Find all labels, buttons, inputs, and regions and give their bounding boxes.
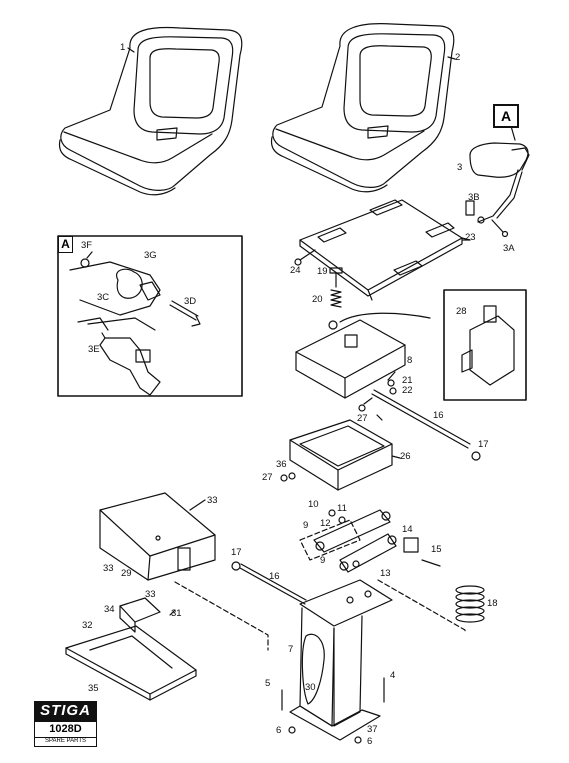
brand-subtitle: SPARE PARTS — [34, 737, 97, 747]
rod-16-upper — [371, 389, 481, 461]
part-label-4: 4 — [390, 670, 396, 681]
part-label-16a: 16 — [433, 410, 444, 421]
part-label-36: 36 — [276, 459, 287, 470]
seat-2 — [270, 23, 455, 193]
part-label-35: 35 — [88, 683, 99, 694]
part-label-13: 13 — [380, 568, 391, 579]
seat-1 — [58, 26, 243, 196]
part-label-19: 19 — [317, 266, 328, 277]
part-label-24: 24 — [290, 265, 301, 276]
part-label-33a: 33 — [207, 495, 218, 506]
part-label-33b: 33 — [103, 563, 114, 574]
part-label-30: 30 — [305, 682, 316, 693]
part-label-3a: 3A — [503, 243, 515, 254]
column-7 — [281, 579, 393, 744]
inset-a-panel — [57, 235, 243, 397]
part-label-23: 23 — [465, 232, 476, 243]
part-label-18: 18 — [487, 598, 498, 609]
part-label-3: 3 — [457, 162, 463, 173]
linkage-9-14 — [313, 509, 441, 573]
part-label-32: 32 — [82, 620, 93, 631]
leader-lines — [169, 239, 471, 616]
part-label-7: 7 — [288, 644, 294, 655]
part-label-28: 28 — [456, 306, 467, 317]
part-label-29: 29 — [121, 568, 132, 579]
stiga-logo: STIGA 1028D SPARE PARTS — [34, 701, 97, 747]
bracket-8 — [295, 312, 431, 399]
part-label-3f: 3F — [81, 240, 93, 251]
part-label-10: 10 — [308, 499, 319, 510]
part-label-27a: 27 — [357, 413, 368, 424]
cover-29 — [99, 492, 216, 581]
part-label-6a: 6 — [276, 725, 282, 736]
part-label-37: 37 — [367, 724, 378, 735]
part-label-3e: 3E — [88, 344, 100, 355]
part-label-27b: 27 — [262, 472, 273, 483]
part-label-33c: 33 — [145, 589, 156, 600]
part-label-31: 31 — [171, 608, 182, 619]
armrest-3 — [465, 111, 530, 238]
spring-18 — [455, 585, 485, 623]
dashed-leaders — [174, 519, 466, 651]
part-label-16b: 16 — [269, 571, 280, 582]
plate-32 — [65, 625, 197, 701]
fasteners-27-36 — [280, 397, 373, 482]
part-label-14: 14 — [402, 524, 413, 535]
part-label-2: 2 — [455, 52, 461, 63]
inset-28-panel — [443, 289, 527, 401]
part-label-3c: 3C — [97, 292, 110, 303]
callout-a-label: A — [493, 104, 519, 128]
part-label-15: 15 — [431, 544, 442, 555]
part-label-26: 26 — [400, 451, 411, 462]
part-label-17a: 17 — [478, 439, 489, 450]
part-label-3d: 3D — [184, 296, 197, 307]
pin-19-spring-20 — [329, 267, 343, 308]
part-label-5: 5 — [265, 678, 271, 689]
part-label-8: 8 — [407, 355, 413, 366]
part-label-17b: 17 — [231, 547, 242, 558]
rod-16-lower — [231, 561, 307, 605]
bolt-24 — [294, 249, 316, 266]
seat-plate-23 — [299, 199, 471, 301]
part-label-12: 12 — [320, 518, 331, 529]
part-label-3g: 3G — [144, 250, 157, 261]
part-label-21: 21 — [402, 375, 413, 386]
part-label-34: 34 — [104, 604, 115, 615]
part-label-3b: 3B — [468, 192, 480, 203]
part-label-1: 1 — [120, 42, 126, 53]
bracket-34 — [119, 597, 161, 633]
brand-name: STIGA — [34, 701, 97, 721]
part-label-22: 22 — [402, 385, 413, 396]
part-label-6b: 6 — [367, 736, 373, 747]
inset-a-label: A — [58, 236, 73, 253]
part-label-9a: 9 — [303, 520, 309, 531]
part-label-9b: 9 — [320, 555, 326, 566]
part-label-11: 11 — [337, 503, 347, 514]
part-label-20: 20 — [312, 294, 323, 305]
brand-code: 1028D — [34, 721, 97, 738]
cover-26 — [289, 419, 393, 491]
